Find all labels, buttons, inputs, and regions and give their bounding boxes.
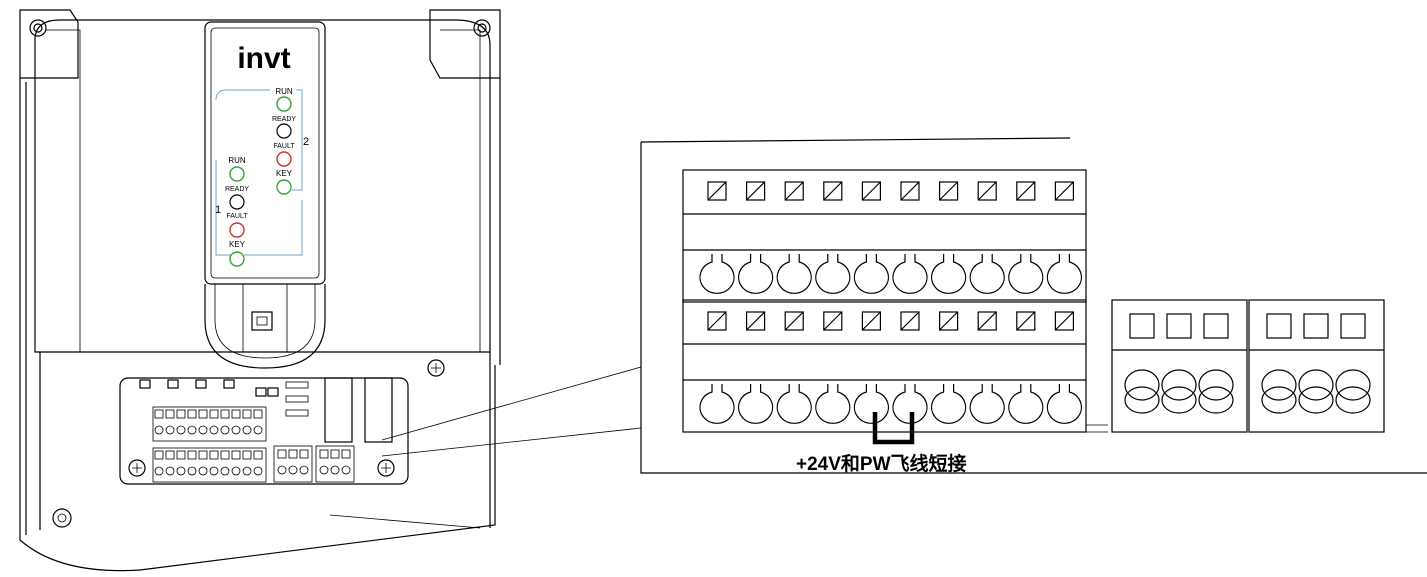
led1-key: [229, 251, 245, 267]
terminal-screw: [823, 181, 843, 201]
zoom-leader-line: [381, 366, 642, 441]
led2-fault: [276, 151, 292, 167]
terminal-screw: [784, 181, 804, 201]
terminal-opening: [931, 254, 967, 294]
terminal-screw: [1340, 313, 1366, 339]
terminal-screw: [1054, 181, 1075, 201]
terminal-opening: [1198, 369, 1234, 401]
terminal-opening: [1008, 384, 1044, 424]
led2-ready: [276, 123, 292, 139]
led1-run: [229, 166, 245, 182]
led1-fault-label: FAULT: [226, 213, 248, 220]
terminal-screw: [1016, 181, 1036, 201]
screw-icon: [377, 459, 395, 477]
inverter-body: [19, 9, 501, 572]
mini-terminal-strip: [152, 447, 267, 483]
led2-ready-label: READY: [272, 116, 296, 123]
brand-logo: invt: [237, 42, 290, 75]
terminal-opening: [738, 254, 774, 294]
terminal-screw: [977, 181, 997, 201]
terminal-screw: [707, 311, 727, 331]
terminal-screw: [745, 311, 766, 331]
terminal-screw: [900, 311, 920, 331]
terminal-screw: [861, 311, 882, 331]
terminal-screw: [977, 311, 997, 331]
terminal-screw: [784, 311, 804, 331]
screw-icon: [427, 359, 445, 377]
terminal-screw: [1203, 313, 1229, 339]
terminal-opening: [853, 254, 889, 294]
mini-terminal-strip: [152, 406, 267, 442]
terminal-opening: [1261, 369, 1297, 401]
led1-ready: [229, 194, 245, 210]
rj45-port-icon: [251, 311, 273, 331]
led2-run-label: RUN: [275, 87, 293, 96]
terminal-strip: [682, 169, 1087, 303]
terminal-screw: [900, 181, 920, 201]
mini-small-block: [315, 445, 355, 483]
display-panel: invt 2 1 RUN READY FAULT KEY RUN READY F…: [215, 42, 309, 267]
terminal-screw: [861, 181, 882, 201]
terminal-screw: [938, 311, 959, 331]
led-group-2-id: 2: [303, 136, 309, 148]
terminal-blocks: [682, 169, 1087, 433]
terminal-screw: [707, 181, 727, 201]
led2-key: [276, 179, 292, 195]
terminal-opening: [776, 384, 812, 424]
led2-run: [276, 96, 292, 112]
terminal-screw: [1303, 313, 1329, 339]
zoom-detail: +24V和PW飞线短接: [640, 137, 1427, 475]
mini-small-block: [273, 445, 313, 483]
terminal-opening: [815, 254, 851, 294]
terminal-opening: [1335, 369, 1371, 401]
terminal-screw: [1266, 313, 1292, 339]
small-terminal-blocks: [1111, 299, 1385, 433]
terminal-opening: [1008, 254, 1044, 294]
led2-key-label: KEY: [276, 169, 293, 178]
terminal-opening: [1161, 369, 1197, 401]
terminal-opening: [699, 384, 735, 424]
terminal-opening: [1046, 384, 1082, 424]
terminal-screw: [745, 181, 766, 201]
led1-run-label: RUN: [228, 156, 246, 165]
zoom-leader-line: [381, 427, 642, 457]
led1-fault: [229, 222, 245, 238]
terminal-opening: [1124, 369, 1160, 401]
terminal-opening: [931, 384, 967, 424]
terminal-screw: [938, 181, 959, 201]
terminal-opening: [969, 384, 1005, 424]
small-terminal-block: [1111, 299, 1248, 433]
small-terminal-block: [1248, 299, 1385, 433]
terminal-opening: [1046, 254, 1082, 294]
led1-key-label: KEY: [229, 240, 246, 249]
mini-terminal-strips: [152, 406, 355, 483]
led2-fault-label: FAULT: [273, 143, 295, 150]
terminal-opening: [1298, 369, 1334, 401]
terminal-opening: [892, 254, 928, 294]
led-group-1-id: 1: [215, 204, 221, 216]
terminal-opening: [969, 254, 1005, 294]
jumper-wire-label: +24V和PW飞线短接: [796, 452, 967, 475]
terminal-opening: [738, 384, 774, 424]
terminal-screw: [1129, 313, 1155, 339]
jumper-blocks: [139, 379, 309, 417]
terminal-screw: [1166, 313, 1192, 339]
led1-ready-label: READY: [225, 186, 249, 193]
terminal-opening: [853, 384, 889, 424]
terminal-opening: [776, 254, 812, 294]
terminal-opening: [815, 384, 851, 424]
terminal-strip: [682, 299, 1087, 433]
terminal-screw: [1016, 311, 1036, 331]
jumper-wire: [872, 412, 915, 445]
terminal-opening: [699, 254, 735, 294]
terminal-screw: [1054, 311, 1075, 331]
terminal-screw: [823, 311, 843, 331]
screw-icon: [128, 459, 146, 477]
screw-icon: [52, 508, 72, 528]
